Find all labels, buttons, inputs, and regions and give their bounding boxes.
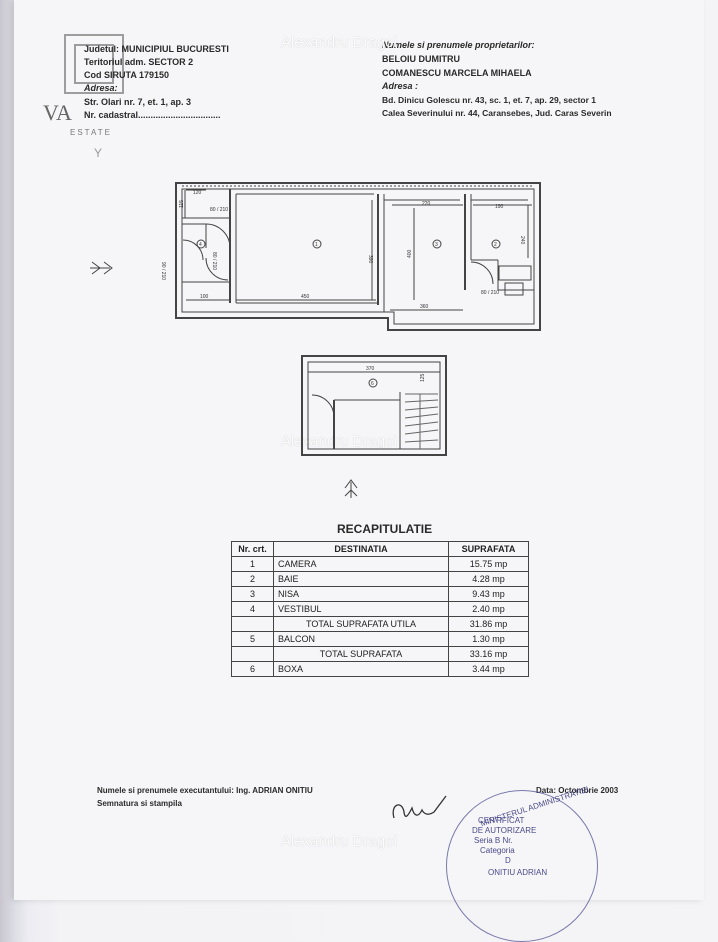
row-nr: 4 <box>231 601 274 617</box>
col-nr-header: Nr. crt. <box>231 541 274 557</box>
row-supr: 15.75 mp <box>448 556 529 572</box>
dim-125: 125 <box>420 373 426 382</box>
header-teritoriul: Teritoriul adm. SECTOR 2 <box>84 57 194 67</box>
row-supr: 4.28 mp <box>448 571 529 587</box>
room-1-label: 1 <box>315 242 318 248</box>
row-nr: 3 <box>231 586 274 602</box>
document-page <box>14 0 704 900</box>
logo-va-text: VA <box>43 100 72 125</box>
table-row: 6 BOXA 3.44 mp <box>231 661 529 677</box>
floor-plan: 120 115 220 190 240 390 400 450 100 360 … <box>90 182 541 498</box>
logo-y-text: Y <box>94 146 103 160</box>
table-row: 5 BALCON 1.30 mp <box>231 631 529 647</box>
row-supr: 2.40 mp <box>448 601 529 617</box>
dim-400: 400 <box>407 249 413 258</box>
row-supr: 9.43 mp <box>448 586 529 602</box>
dim-120: 120 <box>193 190 202 196</box>
dim-360: 360 <box>420 304 429 310</box>
row-dest: BALCON <box>273 631 449 647</box>
dim-220: 220 <box>422 201 431 207</box>
table-row: 1 CAMERA 15.75 mp <box>231 556 529 572</box>
row-dest: VESTIBUL <box>273 601 449 617</box>
door-80-210-b: 80 / 210 <box>211 252 217 270</box>
footer-data: Data: Octombrie 2003 <box>536 786 619 795</box>
row-nr: 2 <box>231 571 274 587</box>
door-90-210: 90 / 210 <box>160 262 166 280</box>
table-row: 4 VESTIBUL 2.40 mp <box>231 601 529 617</box>
door-80-210-c: 80 / 210 <box>481 290 499 296</box>
dim-370: 370 <box>366 366 375 372</box>
header-adresa-1: Bd. Dinicu Golescu nr. 43, sc. 1, et. 7,… <box>382 95 597 105</box>
header-adresa-2: Calea Severinului nr. 44, Caransebes, Ju… <box>382 108 612 118</box>
header-owner-1: BELOIU DUMITRU <box>382 54 460 64</box>
watermark-middle: Alexandru Dragoi <box>281 433 397 450</box>
table-row-total-utila: TOTAL SUPRAFATA UTILA 31.86 mp <box>231 616 529 632</box>
table-header-row: Nr. crt. DESTINATIA SUPRAFATA <box>231 541 529 557</box>
header-strada: Str. Olari nr. 7, et. 1, ap. 3 <box>84 97 192 107</box>
stamp-de-autorizare: DE AUTORIZARE <box>472 826 537 835</box>
header-nr-cadastral: Nr. cadastral...........................… <box>84 110 221 120</box>
door-80-210-a: 80 / 210 <box>210 207 228 213</box>
row-supr: 1.30 mp <box>448 631 529 647</box>
table-row: 2 BAIE 4.28 mp <box>231 571 529 587</box>
room-4-label: 4 <box>199 242 202 248</box>
table-row-total: TOTAL SUPRAFATA 33.16 mp <box>231 646 529 662</box>
stamp-seria: Seria B Nr. <box>474 836 513 845</box>
row-dest: CAMERA <box>273 556 449 572</box>
total-utila-label: TOTAL SUPRAFATA UTILA <box>273 616 449 632</box>
va-estate-logo-icon <box>64 34 124 94</box>
row-dest: BAIE <box>273 571 449 587</box>
recap-title: RECAPITULATIE <box>337 522 433 536</box>
dim-450: 450 <box>301 294 310 300</box>
footer-executant: Numele si prenumele executantului: Ing. … <box>97 786 313 795</box>
header-judet: Judetul: MUNICIPIUL BUCURESTI <box>84 44 229 54</box>
header-adresa-right-label: Adresa : <box>382 81 419 91</box>
total-utila-value: 31.86 mp <box>448 616 529 632</box>
row-dest: BOXA <box>273 661 449 677</box>
stamp-certificat: CERTIFICAT <box>478 816 525 825</box>
table-row: 3 NISA 9.43 mp <box>231 586 529 602</box>
dim-100: 100 <box>200 294 209 300</box>
stamp-d: D <box>505 856 511 865</box>
stamp-onitiu: ONITIU ADRIAN <box>488 868 548 877</box>
signature-icon <box>392 795 447 819</box>
header-owner-2: COMANESCU MARCELA MIHAELA <box>382 68 532 78</box>
dim-240: 240 <box>519 236 525 245</box>
room-3-label: 3 <box>435 242 438 248</box>
watermark-top: Alexandru Dragoi <box>281 34 397 51</box>
total-label: TOTAL SUPRAFATA <box>273 646 449 662</box>
row-nr: 6 <box>231 661 274 677</box>
logo-estate-text: ESTATE <box>70 128 112 137</box>
row-supr: 3.44 mp <box>448 661 529 677</box>
room-6-label: 6 <box>371 381 374 387</box>
room-2-label: 2 <box>494 242 497 248</box>
header-adresa-label: Adresa: <box>84 83 118 93</box>
dim-115: 115 <box>179 200 185 208</box>
footer-semnatura: Semnatura si stampila <box>97 799 182 808</box>
header-cod-siruta: Cod SIRUTA 179150 <box>84 70 170 80</box>
recap-table: Nr. crt. DESTINATIA SUPRAFATA 1 CAMERA 1… <box>231 541 529 677</box>
row-dest: NISA <box>273 586 449 602</box>
total-value: 33.16 mp <box>448 646 529 662</box>
col-supr-header: SUPRAFATA <box>448 541 529 557</box>
col-dest-header: DESTINATIA <box>273 541 449 557</box>
header-owners-title: Numele si prenumele proprietarilor: <box>382 40 535 50</box>
watermark-bottom: Alexandru Dragoi <box>281 833 397 850</box>
row-nr: 1 <box>231 556 274 572</box>
stamp-categoria: Categoria <box>480 846 515 855</box>
row-nr-empty <box>231 646 274 662</box>
dim-390: 390 <box>367 255 373 264</box>
row-nr: 5 <box>231 631 274 647</box>
row-nr-empty <box>231 616 274 632</box>
dim-190: 190 <box>495 204 504 210</box>
